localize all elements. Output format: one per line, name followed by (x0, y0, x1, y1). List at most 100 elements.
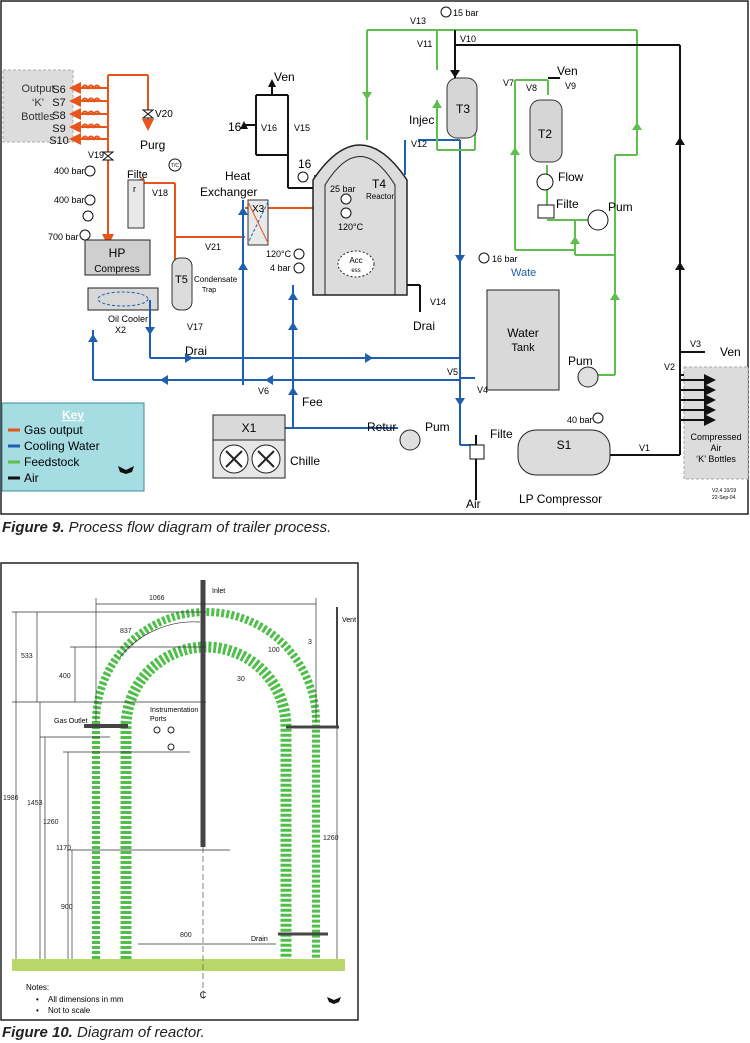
drain-label: Drai (185, 344, 207, 358)
flow-meter-icon (536, 173, 554, 191)
vent-label: Ven (274, 70, 295, 84)
valve-label: V20 (155, 109, 173, 120)
legend-item: Gas output (24, 423, 83, 437)
bottle-label: S10 (49, 135, 69, 147)
feedstock-lines (366, 29, 638, 376)
t5-vessel (171, 257, 193, 311)
reactor-outer-wall (92, 608, 320, 959)
air-label: Air (466, 497, 481, 511)
instrumentation-label: Ports (150, 716, 167, 723)
legend-item: Air (24, 471, 39, 485)
notes-title: Notes: (26, 983, 49, 992)
pressure-label: 40 bar (567, 415, 593, 425)
ground-base (12, 959, 345, 971)
inject-label: Injec (409, 113, 434, 127)
temperature-gauge-icon (340, 207, 352, 219)
temperature-label: 120°C (338, 222, 364, 232)
valve-label: V15 (294, 123, 310, 133)
filter-icon (469, 444, 485, 460)
gas-outlet-label: Gas Outlet (54, 718, 88, 725)
valve-label: V16 (261, 123, 277, 133)
condensate-label: Condensate (194, 275, 238, 284)
pressure-label: 700 bar (48, 232, 79, 242)
inlet-label: Inlet (212, 588, 225, 595)
heat-exchanger-label: Heat (225, 169, 251, 183)
pressure-gauge-icon (293, 262, 305, 274)
valve-label: V4 (477, 385, 488, 395)
pressure-gauge-icon (440, 6, 452, 18)
lp-compressor-label: LP Compressor (519, 492, 602, 506)
condensate-label: Trap (202, 287, 216, 294)
instrumentation-label: Instrumentation (150, 707, 198, 714)
filter-label: Filte (127, 169, 148, 181)
water-tank-label: Tank (511, 342, 535, 354)
valve-v20 (141, 109, 155, 119)
output-bottles-label: Output (21, 83, 54, 95)
temperature-controller-icon (168, 158, 182, 172)
access-label: Acc (349, 256, 362, 265)
drain-label: Drai (413, 319, 435, 333)
oil-cooler (87, 287, 159, 311)
valve-label: V13 (410, 16, 426, 26)
access-port (337, 250, 375, 278)
water-tank-label: Water (507, 326, 539, 340)
pump-label: Pum (568, 354, 593, 368)
figure-10-caption: Figure 10. Diagram of reactor. (2, 1024, 205, 1041)
compressed-air-bottles-box (683, 366, 749, 480)
version-label: 22-Sep-04 (712, 495, 736, 501)
water-tank (486, 289, 560, 391)
instrumentation-port (167, 726, 175, 734)
filter-vessel (127, 179, 145, 229)
filter-label: Filte (556, 197, 579, 211)
valve-label: V10 (460, 34, 476, 44)
x3-label: X3 (252, 204, 265, 215)
valve-label: V6 (258, 386, 269, 396)
valve-label: V9 (565, 81, 576, 91)
t3-vessel (446, 77, 478, 139)
dimension-label: 1986 (3, 795, 19, 802)
filter-icon (537, 204, 555, 219)
output-bottles-box (2, 69, 74, 143)
pressure-label: 25 bar (330, 184, 356, 194)
logo-icon (118, 466, 134, 474)
lp-compressor-tank (517, 429, 611, 476)
feedstock-arrows (362, 92, 642, 300)
instrumentation-port (167, 743, 175, 751)
reactor-outer-wall (312, 144, 408, 296)
vent-label: Ven (557, 64, 578, 78)
filter-label: r (133, 184, 136, 194)
figure-9-caption: Figure 9. Process flow diagram of traile… (2, 519, 332, 536)
pressure-gauge-icon (297, 171, 309, 183)
pressure-gauge-icon (340, 193, 352, 205)
figure-10-frame (0, 562, 359, 1021)
compressed-air-label: Air (711, 443, 722, 453)
dimension-label: 400 (59, 673, 71, 680)
valve-label: V7 (503, 78, 514, 88)
process-flow-diagram: Output ‘K’ Bottles S6 S7 S8 S9 S10 V20 P… (0, 0, 749, 515)
vent-label: Vent (342, 617, 356, 624)
pressure-gauge-icon (592, 412, 604, 424)
access-label: ess (351, 268, 360, 274)
legend-title: Key (62, 408, 84, 422)
valve-label: V19 (88, 150, 104, 160)
t4-label: T4 (372, 177, 386, 191)
dimension-label: 1260 (43, 819, 59, 826)
cooling-water-lines (92, 139, 475, 446)
compressed-air-label: ‘K’ Bottles (696, 454, 736, 464)
instrumentation-port (153, 726, 161, 734)
gas-output-lines (69, 74, 326, 262)
dimension-label: 533 (21, 653, 33, 660)
version-label: V2.4 10/19 (712, 488, 736, 494)
bottle-label: S8 (52, 110, 65, 122)
legend-key (1, 402, 145, 492)
output-bottles-label: ‘K’ (32, 97, 44, 109)
vent-label: Ven (720, 345, 741, 359)
legend-item: Feedstock (24, 455, 80, 469)
hp-compressor (84, 239, 151, 276)
pump-icon (587, 209, 609, 231)
compressed-air-label: Compressed (690, 432, 741, 442)
oil-cooler-label: X2 (115, 325, 126, 335)
reactor-label: Reactor (366, 192, 394, 201)
t5-label: T5 (175, 274, 188, 286)
pressure-label: 16 (228, 120, 242, 134)
